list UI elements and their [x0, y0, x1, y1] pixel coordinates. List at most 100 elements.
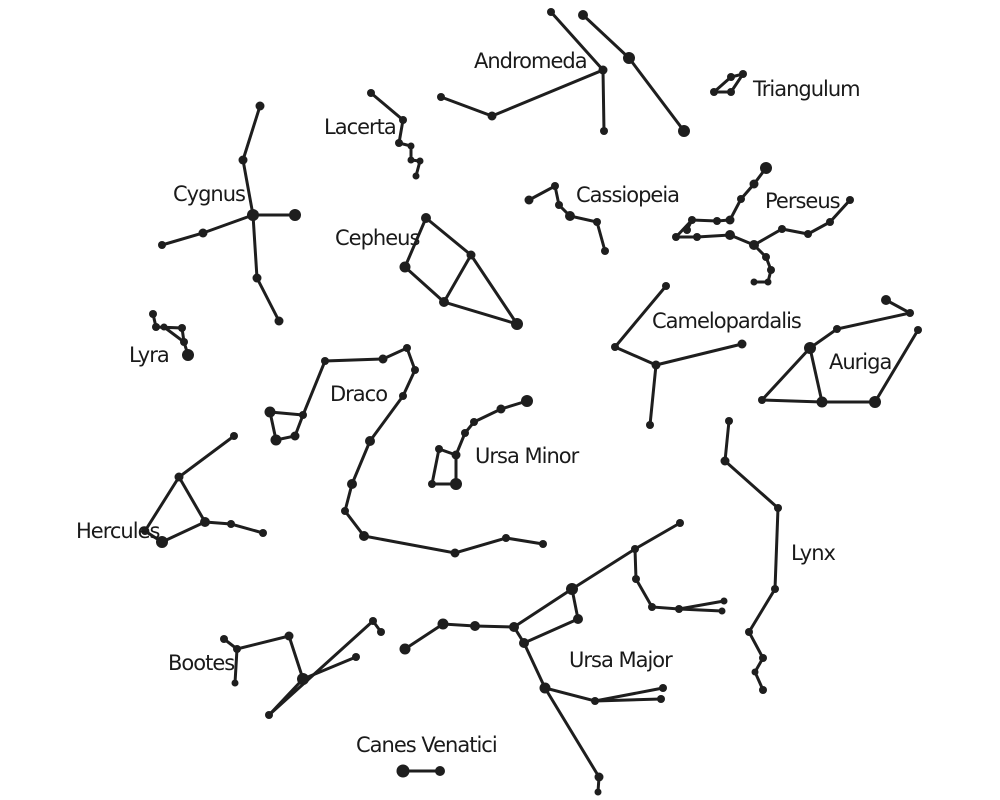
star-perseus	[672, 233, 680, 241]
line-ursa-major-2	[633, 547, 726, 611]
label-perseus: Perseus	[765, 189, 840, 213]
star-ursa-minor	[496, 404, 506, 414]
label-bootes: Bootes	[168, 651, 234, 675]
star-auriga	[804, 342, 816, 354]
star-bootes	[284, 631, 294, 641]
line-bootes-0	[222, 618, 383, 717]
star-draco	[321, 357, 329, 365]
star-ursa-major	[594, 788, 602, 796]
star-lynx	[720, 456, 730, 466]
star-ursa-major	[591, 697, 599, 705]
star-ursa-major	[437, 618, 449, 630]
line-auriga-0	[758, 298, 920, 404]
star-lyra	[182, 349, 194, 361]
line-camelopardalis-0	[612, 284, 744, 367]
star-cygnus	[247, 209, 259, 221]
star-perseus	[725, 230, 735, 240]
star-bootes	[220, 635, 228, 643]
star-lacerta	[395, 139, 403, 147]
star-cassiopeia	[551, 182, 559, 190]
star-bootes	[297, 673, 309, 685]
line-ursa-major-1	[570, 521, 682, 591]
star-andromeda-perseus-link	[678, 125, 690, 137]
label-ursa-minor: Ursa Minor	[475, 444, 580, 468]
star-draco	[399, 392, 407, 400]
star-perseus	[762, 253, 770, 261]
star-ursa-major	[648, 603, 656, 611]
star-ursa-major	[676, 519, 684, 527]
star-lyra	[149, 310, 157, 318]
star-perseus	[750, 278, 758, 286]
line-draco-0	[268, 345, 545, 555]
label-hercules: Hercules	[76, 519, 159, 543]
stars-andromeda	[437, 8, 608, 135]
star-ursa-major	[509, 622, 519, 632]
stars-auriga	[758, 295, 922, 408]
line-cygnus-1	[160, 213, 255, 247]
label-lyra: Lyra	[129, 343, 169, 367]
star-perseus	[778, 225, 786, 233]
lines-auriga	[758, 298, 920, 404]
star-perseus	[764, 278, 772, 286]
star-camelopardalis	[662, 282, 670, 290]
star-ursa-major	[632, 575, 640, 583]
star-lacerta	[367, 89, 375, 97]
star-ursa-minor	[435, 445, 443, 453]
star-camelopardalis	[651, 360, 661, 370]
star-cassiopeia	[601, 247, 609, 255]
lines-camelopardalis	[612, 284, 744, 427]
line-hercules-0	[142, 434, 236, 544]
star-cassiopeia	[524, 195, 534, 205]
star-draco	[299, 411, 307, 419]
star-lynx	[725, 417, 733, 425]
star-ursa-major	[675, 605, 683, 613]
star-lyra	[180, 338, 188, 346]
star-draco	[264, 406, 276, 418]
star-camelopardalis	[611, 343, 619, 351]
star-lyra	[178, 324, 186, 332]
line-andromeda-1	[601, 68, 606, 133]
lines-draco	[268, 345, 545, 555]
star-lacerta	[407, 156, 415, 164]
star-cepheus	[399, 261, 411, 273]
label-canes-venatici: Canes Venatici	[356, 733, 497, 757]
star-cassiopeia	[565, 211, 575, 221]
star-ursa-major	[470, 621, 480, 631]
star-bootes	[377, 628, 385, 636]
star-draco	[502, 534, 510, 542]
lines-cygnus	[160, 104, 297, 323]
label-triangulum: Triangulum	[752, 77, 860, 101]
line-bootes-1	[233, 647, 239, 685]
star-triangulum	[739, 70, 747, 78]
star-ursa-major	[720, 597, 728, 605]
star-triangulum	[727, 73, 735, 81]
star-perseus	[760, 162, 772, 174]
star-hercules	[259, 529, 267, 537]
star-auriga	[816, 396, 828, 408]
stars-lynx	[720, 417, 782, 694]
star-cygnus	[158, 241, 166, 249]
star-auriga	[758, 396, 766, 404]
star-triangulum	[727, 88, 735, 96]
star-cassiopeia	[593, 218, 601, 226]
star-perseus	[688, 216, 696, 224]
star-ursa-major	[659, 684, 667, 692]
star-hercules	[230, 432, 238, 440]
star-lacerta	[412, 172, 420, 180]
star-perseus	[826, 218, 834, 226]
star-lacerta	[407, 142, 415, 150]
line-andromeda-0	[439, 10, 606, 118]
label-lacerta: Lacerta	[324, 115, 396, 139]
label-lynx: Lynx	[791, 541, 836, 565]
line-cepheus-1	[442, 253, 473, 304]
star-canes-venatici	[396, 764, 410, 778]
lines-perseus	[674, 166, 852, 284]
star-lynx	[771, 585, 779, 593]
line-cassiopeia-0	[527, 183, 607, 253]
line-cygnus-0	[241, 104, 297, 217]
star-perseus	[749, 240, 759, 250]
star-ursa-major	[519, 638, 529, 648]
star-lynx	[751, 668, 759, 676]
star-ursa-major	[718, 607, 726, 615]
